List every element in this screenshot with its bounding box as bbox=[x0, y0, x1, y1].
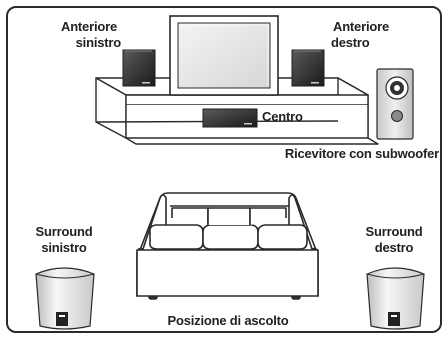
listening-position-label: Posizione di ascolto bbox=[167, 313, 289, 328]
surround-right-label-line2: destro bbox=[374, 240, 414, 255]
surround-left-label: Surround sinistro bbox=[22, 224, 106, 256]
receiver-subwoofer-icon bbox=[376, 68, 414, 140]
room-border bbox=[6, 6, 442, 333]
front-right-label: Anteriore destro bbox=[309, 19, 389, 51]
tv bbox=[169, 15, 279, 96]
front-left-speaker-icon bbox=[122, 49, 156, 87]
receiver-label: Ricevitore con subwoofer bbox=[284, 146, 439, 161]
front-right-label-line2: destro bbox=[331, 35, 370, 50]
surround-left-label-line2: sinistro bbox=[41, 240, 87, 255]
front-right-label-line1: Anteriore bbox=[333, 19, 389, 34]
front-left-label: Anteriore sinistro bbox=[61, 19, 131, 51]
surround-left-label-line1: Surround bbox=[35, 224, 93, 239]
surround-right-speaker-icon bbox=[366, 267, 425, 330]
front-left-label-line2: sinistro bbox=[75, 35, 122, 50]
center-speaker-icon bbox=[202, 108, 258, 128]
sofa-icon bbox=[136, 192, 319, 300]
front-left-label-line1: Anteriore bbox=[61, 19, 117, 34]
surround-right-label-line1: Surround bbox=[365, 224, 423, 239]
front-right-speaker-icon bbox=[291, 49, 325, 87]
surround-right-label: Surround destro bbox=[352, 224, 436, 256]
surround-left-speaker-icon bbox=[35, 267, 95, 330]
center-label: Centro bbox=[262, 109, 303, 124]
